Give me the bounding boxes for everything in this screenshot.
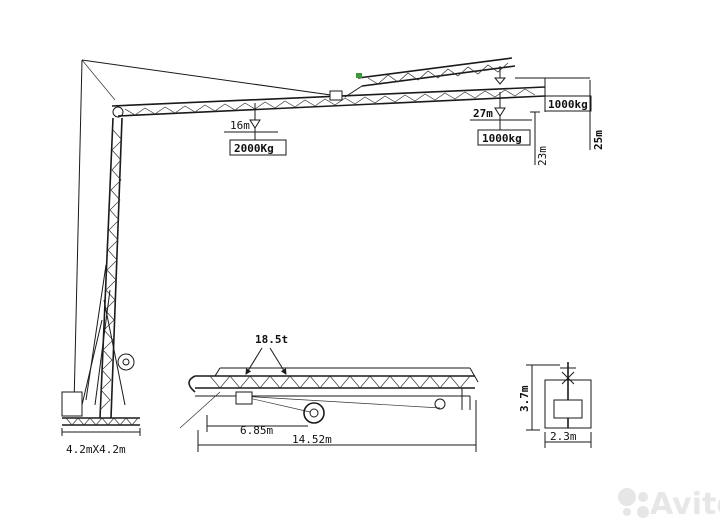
watermark-text: Avito (650, 487, 720, 522)
pendant-line (81, 59, 339, 97)
tower-mast (81, 117, 135, 419)
jib (111, 57, 546, 118)
avito-watermark: Avito (618, 487, 720, 522)
hook-16m (224, 103, 278, 140)
height-37m-label: 3.7m (518, 385, 531, 412)
distance-16m-label: 16m (230, 119, 250, 132)
load-1000kg-mid-label: 1000kg (482, 132, 522, 145)
crane-base (61, 391, 141, 436)
load-2000kg-label: 2000Kg (234, 142, 274, 155)
width-23m-label: 2.3m (550, 430, 577, 443)
transport-position: 18.5t 6.85m 14.52m (179, 333, 479, 452)
avito-logo-icon (618, 488, 649, 518)
height-25m-label: 25m (592, 130, 605, 150)
base-size-label: 4.2mX4.2m (66, 443, 126, 456)
distance-27m-label: 27m (473, 107, 493, 120)
height-23m-label: 23m (536, 146, 549, 166)
hook-27m (470, 66, 532, 130)
end-view: 3.7m 2.3m (518, 362, 592, 448)
erected-crane: 16m 2000Kg 27m 1000kg 1000kg 23m 25m (61, 57, 605, 456)
load-1000kg-top-label: 1000kg (548, 98, 588, 111)
tie-rod (73, 59, 83, 406)
length-685m-label: 6.85m (240, 424, 273, 437)
transport-weight-label: 18.5t (255, 333, 288, 346)
length-1452m-label: 14.52m (292, 433, 332, 446)
